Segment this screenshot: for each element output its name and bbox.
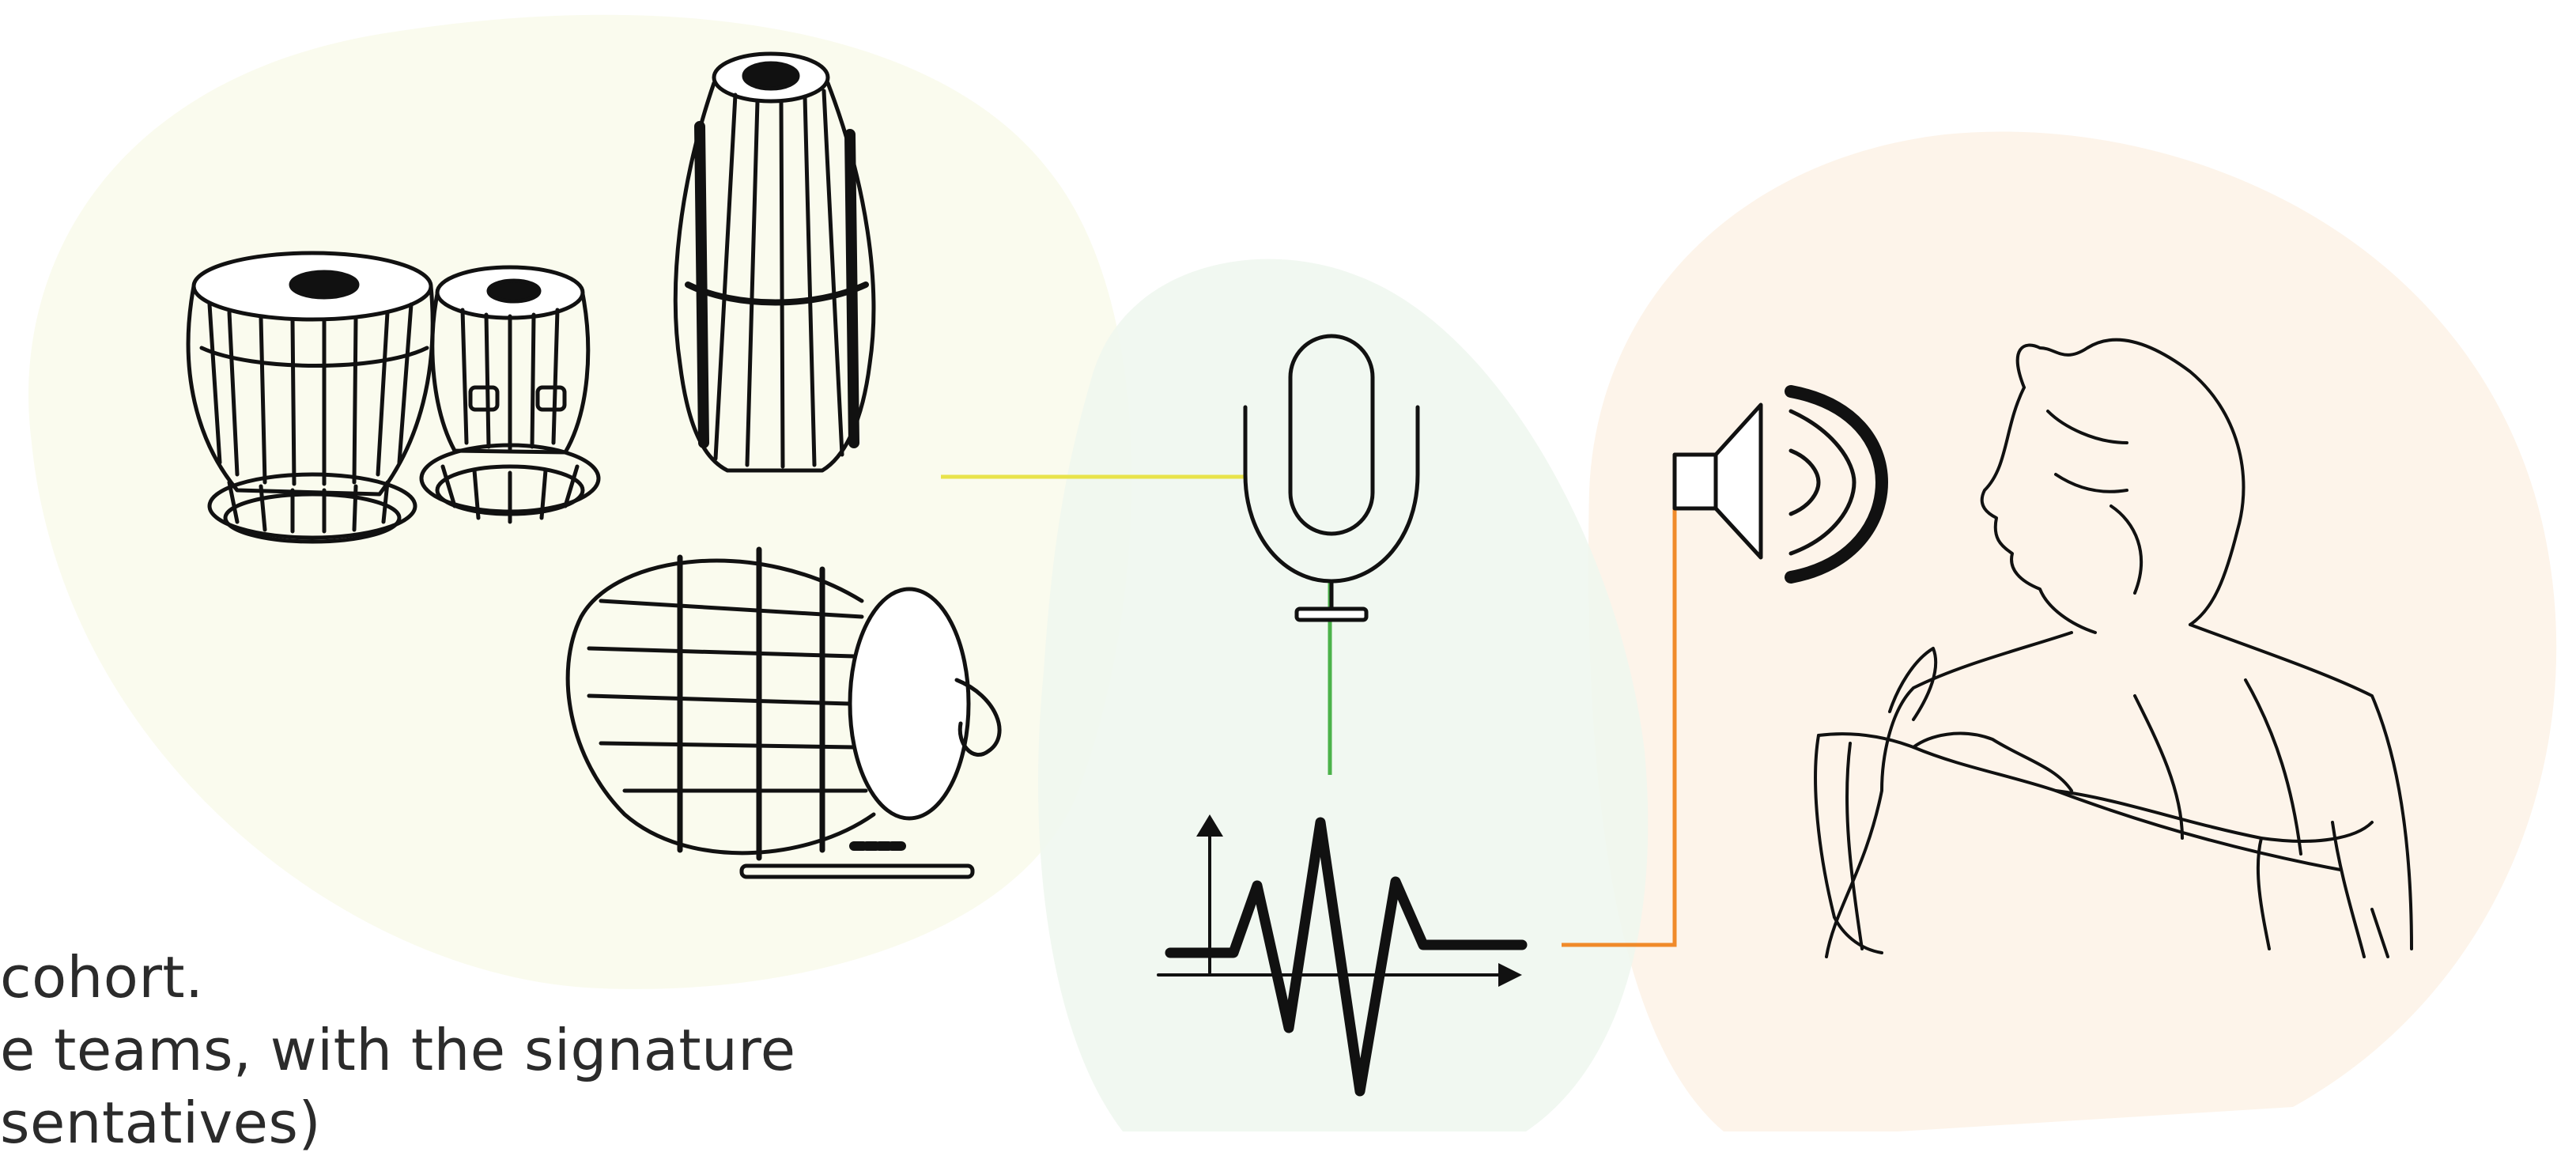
instruments-illustration bbox=[186, 51, 1002, 879]
instruments-blob bbox=[28, 14, 1132, 989]
speaker-icon bbox=[1672, 385, 1888, 584]
microphone-icon bbox=[1243, 334, 1420, 622]
mridangam-upright bbox=[673, 51, 876, 473]
caption-line-3: sentatives) bbox=[0, 1090, 322, 1156]
diagram-canvas: cohort. e teams, with the signature sent… bbox=[0, 14, 2557, 1151]
tabla-drum-small bbox=[419, 265, 601, 524]
listener-illustration bbox=[1814, 338, 2413, 958]
caption-line-2: e teams, with the signature bbox=[0, 1017, 796, 1083]
connector-signal-to-speaker bbox=[1562, 506, 1677, 947]
waveform-icon bbox=[1157, 814, 1528, 1097]
mridangam-lying bbox=[565, 546, 1002, 879]
tabla-drum-large bbox=[186, 251, 435, 544]
caption-line-1: cohort. bbox=[0, 944, 204, 1011]
